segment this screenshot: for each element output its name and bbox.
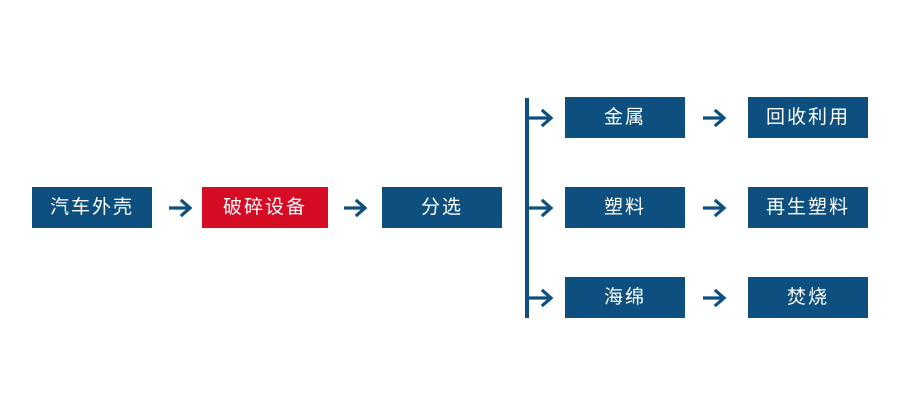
branch-arrow-icon-2 [527, 197, 557, 219]
node-outcome-recycled-plastic-label: 再生塑料 [765, 196, 850, 218]
arrow-right-icon-process-to-sort [344, 196, 370, 220]
node-process-shredder-label: 破碎设备 [222, 196, 307, 218]
node-input-car-shell[interactable]: 汽车外壳 [32, 187, 152, 228]
node-outcome-recycled-plastic[interactable]: 再生塑料 [748, 187, 868, 228]
node-sorting-label: 分选 [420, 196, 463, 218]
node-process-shredder[interactable]: 破碎设备 [202, 187, 328, 228]
branch-arrow-icon-3 [527, 287, 557, 309]
node-outcome-recycle[interactable]: 回收利用 [748, 97, 868, 138]
arrow-right-icon-metal-to-outcome [703, 106, 729, 130]
arrow-right-icon-plastic-to-outcome [703, 196, 729, 220]
arrow-right-icon-input-to-process [169, 196, 195, 220]
node-sorting[interactable]: 分选 [382, 187, 502, 228]
node-material-metal[interactable]: 金属 [565, 97, 685, 138]
node-material-sponge[interactable]: 海绵 [565, 277, 685, 318]
node-material-metal-label: 金属 [603, 106, 646, 128]
arrow-right-icon-sponge-to-outcome [703, 286, 729, 310]
node-material-sponge-label: 海绵 [603, 286, 646, 308]
node-outcome-recycle-label: 回收利用 [765, 106, 850, 128]
node-outcome-incineration[interactable]: 焚烧 [748, 277, 868, 318]
node-outcome-incineration-label: 焚烧 [786, 286, 829, 308]
branch-arrow-icon-1 [527, 107, 557, 129]
node-material-plastic[interactable]: 塑料 [565, 187, 685, 228]
node-material-plastic-label: 塑料 [603, 196, 646, 218]
node-input-car-shell-label: 汽车外壳 [49, 196, 134, 218]
